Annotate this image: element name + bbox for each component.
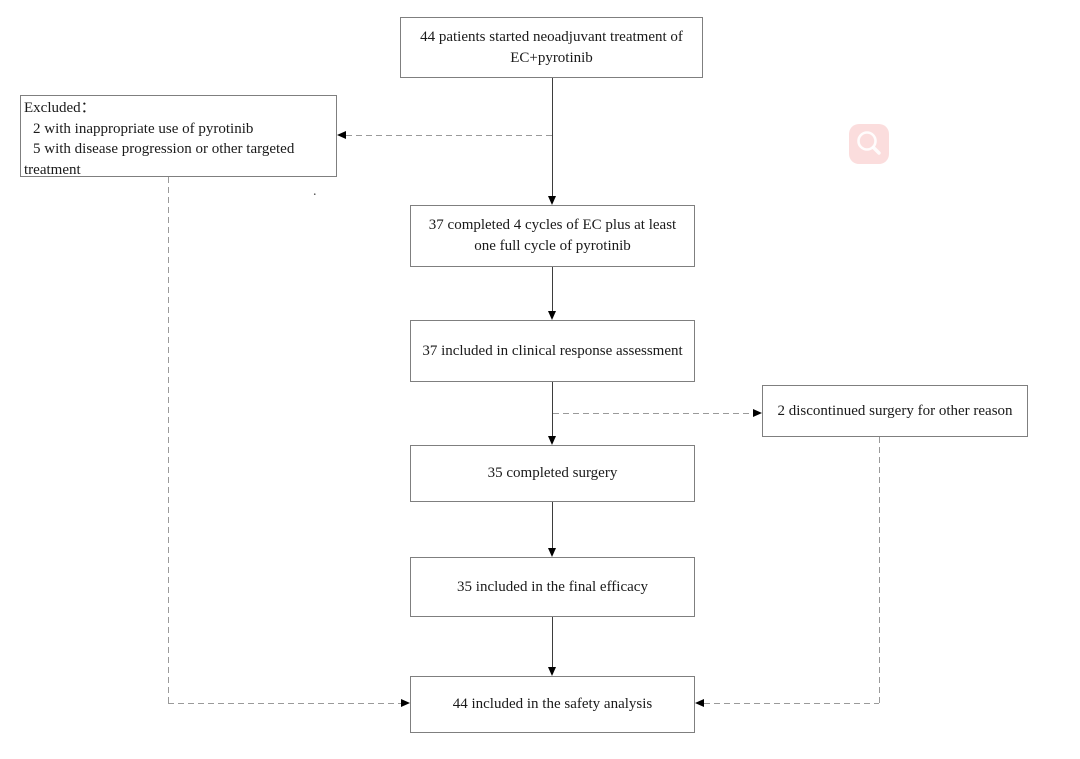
dashed-connector-discontinued-to-safety <box>704 703 879 704</box>
excluded-item: 2 with inappropriate use of pyrotinib <box>33 120 254 137</box>
node-clinical-label: 37 included in clinical response assessm… <box>422 342 683 359</box>
arrowhead-down-safety <box>548 667 556 676</box>
node-start-label: 44 patients started neoadjuvant treatmen… <box>420 28 683 66</box>
connector-clinical-to-surgery <box>552 382 553 436</box>
node-cycles-completed: 37 completed 4 cycles of EC plus at leas… <box>410 205 695 267</box>
stray-dot: . <box>313 184 317 199</box>
node-surgery-label: 35 completed surgery <box>487 465 618 482</box>
node-discontinued-surgery: 2 discontinued surgery for other reason <box>762 385 1028 437</box>
arrowhead-down-surgery <box>548 436 556 445</box>
arrowhead-down-efficacy <box>548 548 556 557</box>
node-excluded: Excluded： 2 with inappropriate use of py… <box>20 95 337 179</box>
connector-cycles-to-clinical <box>552 267 553 311</box>
arrowhead-right-safety <box>401 699 410 707</box>
node-start: 44 patients started neoadjuvant treatmen… <box>400 17 703 78</box>
dashed-connector-to-discontinued <box>553 413 753 414</box>
dashed-connector-excluded-to-safety <box>168 703 401 704</box>
node-discontinued-label: 2 discontinued surgery for other reason <box>777 402 1013 419</box>
excluded-item: 5 with disease progression or other targ… <box>24 141 295 179</box>
arrowhead-left-safety <box>695 699 704 707</box>
node-cycles-label: 37 completed 4 cycles of EC plus at leas… <box>428 217 677 254</box>
node-final-efficacy: 35 included in the final efficacy <box>410 557 695 617</box>
connector-efficacy-to-safety <box>552 617 553 667</box>
node-clinical-response: 37 included in clinical response assessm… <box>410 320 695 382</box>
connector-surgery-to-efficacy <box>552 502 553 548</box>
dashed-connector-discontinued-down <box>879 437 880 703</box>
node-safety-label: 44 included in the safety analysis <box>452 696 653 713</box>
arrowhead-down-cycles <box>548 196 556 205</box>
node-safety-analysis: 44 included in the safety analysis <box>410 676 695 733</box>
search-icon <box>849 124 889 164</box>
dashed-connector-to-excluded <box>346 135 552 136</box>
arrowhead-right-discontinued <box>753 409 762 417</box>
excluded-header: Excluded： <box>24 100 96 116</box>
arrowhead-down-clinical <box>548 311 556 320</box>
arrowhead-left-excluded <box>337 131 346 139</box>
node-efficacy-label: 35 included in the final efficacy <box>457 578 648 595</box>
dashed-connector-excluded-down <box>168 177 169 703</box>
search-button[interactable] <box>849 124 889 164</box>
node-completed-surgery: 35 completed surgery <box>410 445 695 502</box>
connector-start-to-cycles <box>552 78 553 197</box>
